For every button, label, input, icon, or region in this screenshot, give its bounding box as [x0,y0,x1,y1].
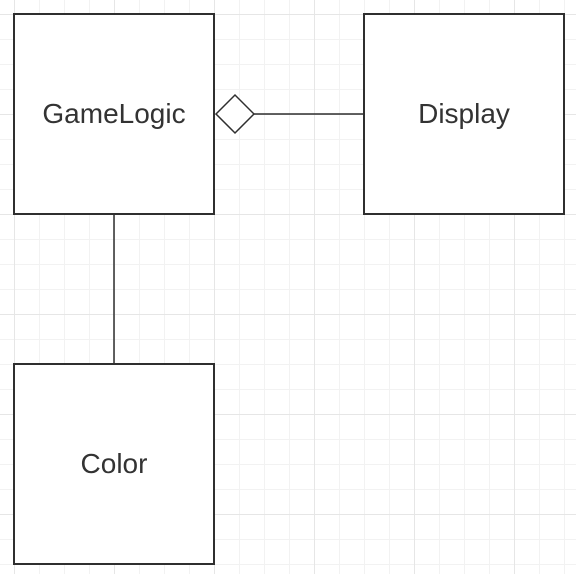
aggregation-diamond-icon [214,93,256,135]
class-node-display[interactable]: Display [363,13,565,215]
class-node-gamelogic[interactable]: GameLogic [13,13,215,215]
class-label-color: Color [80,448,148,479]
class-label-gamelogic: GameLogic [42,98,186,129]
class-node-color[interactable]: Color [13,363,215,565]
class-label-display: Display [418,98,510,129]
